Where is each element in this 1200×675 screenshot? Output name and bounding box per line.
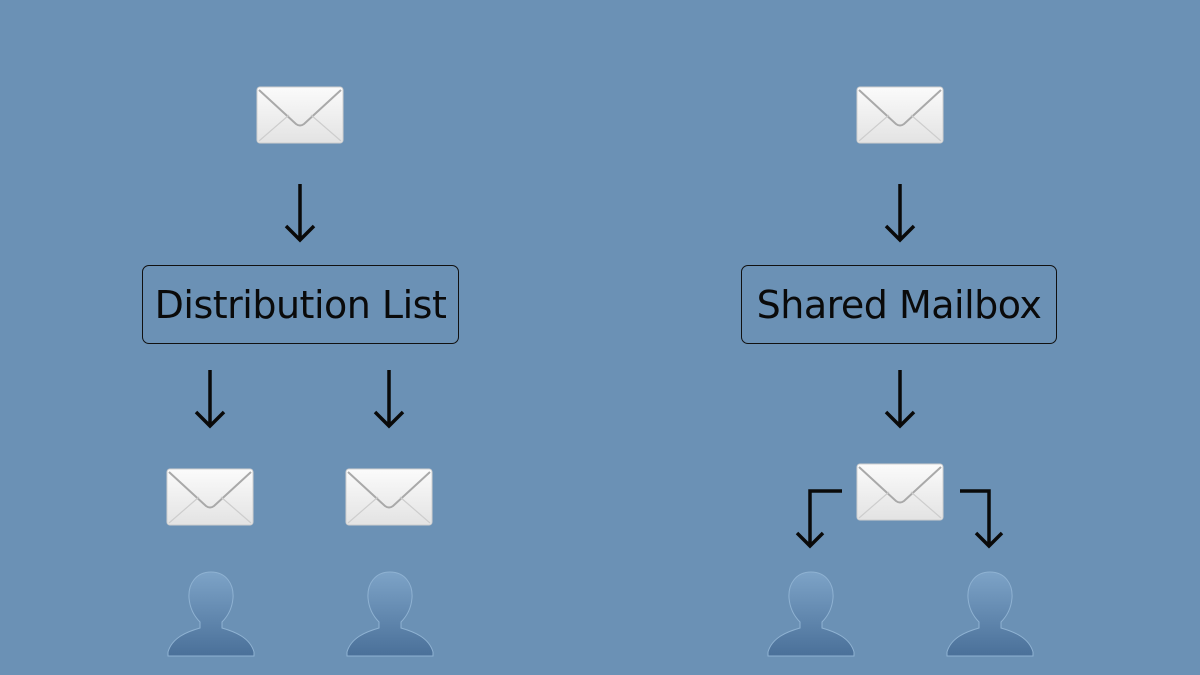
arrow-down-icon	[280, 182, 320, 244]
person-silhouette-icon	[345, 568, 435, 658]
arrow-down-icon	[190, 368, 230, 430]
arrow-turn-right-down-icon	[960, 489, 1004, 549]
arrow-turn-left-down-icon	[795, 489, 842, 549]
shared-envelope-icon	[856, 463, 944, 521]
envelope-icon	[256, 86, 344, 144]
distribution-list-label: Distribution List	[142, 265, 459, 344]
envelope-icon	[345, 468, 433, 526]
envelope-icon	[166, 468, 254, 526]
shared-mailbox-label: Shared Mailbox	[741, 265, 1057, 344]
person-silhouette-icon	[166, 568, 256, 658]
person-silhouette-icon	[945, 568, 1035, 658]
arrow-down-icon	[880, 368, 920, 430]
envelope-icon	[856, 86, 944, 144]
arrow-down-icon	[880, 182, 920, 244]
person-silhouette-icon	[766, 568, 856, 658]
arrow-down-icon	[369, 368, 409, 430]
